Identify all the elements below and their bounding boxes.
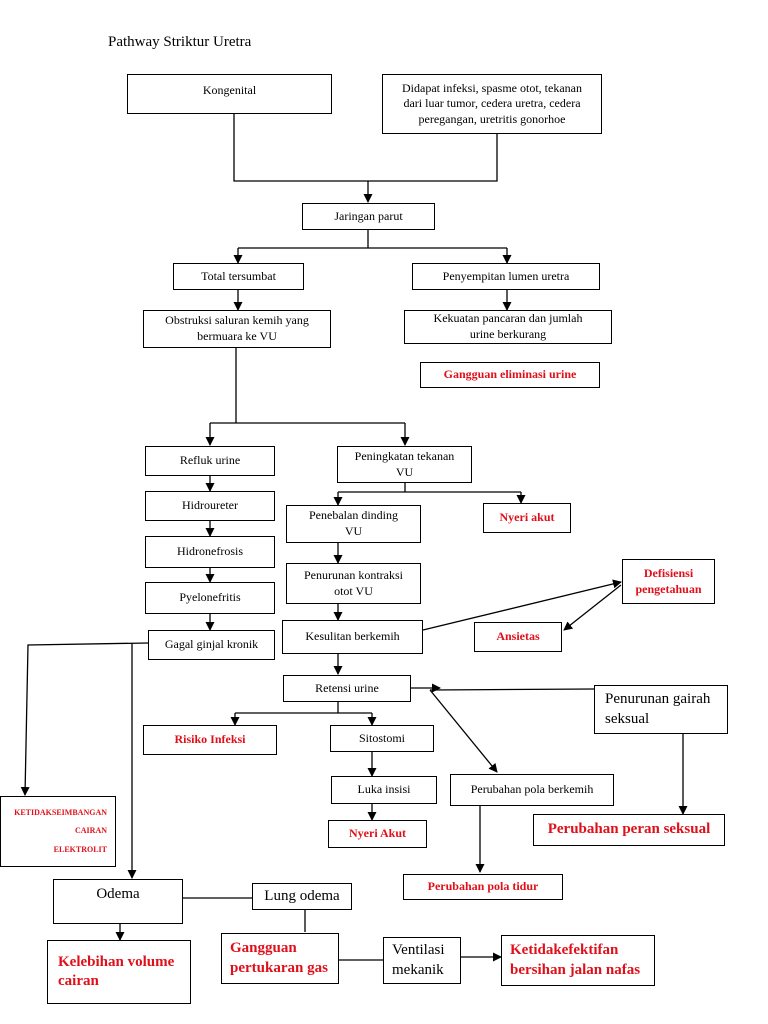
node-kelebihan: Kelebihan volume cairan <box>47 940 191 1004</box>
diagram-title: Pathway Striktur Uretra <box>108 34 252 50</box>
node-defisiensi: Defisiensi pengetahuan <box>622 559 715 604</box>
node-penyempitan: Penyempitan lumen uretra <box>412 263 600 290</box>
node-ventilasi: Ventilasi mekanik <box>383 937 461 984</box>
arrow-to-ketidakseimbangan <box>20 642 149 796</box>
node-kesulitan: Kesulitan berkemih <box>282 620 423 654</box>
node-perubahan-pola-berkemih: Perubahan pola berkemih <box>450 774 614 806</box>
node-total-tersumbat: Total tersumbat <box>173 263 304 290</box>
node-gagal-ginjal: Gagal ginjal kronik <box>148 630 275 660</box>
node-obstruksi: Obstruksi saluran kemih yang bermuara ke… <box>143 310 331 348</box>
node-ketidakefektifan: Ketidakefektifan bersihan jalan nafas <box>501 935 655 986</box>
node-gangguan-pertukaran: Gangguan pertukaran gas <box>221 933 339 984</box>
node-ansietas: Ansietas <box>474 622 562 652</box>
arrow-defisiensi-ansietas <box>563 584 622 631</box>
node-pyelonefritis: Pyelonefritis <box>145 582 275 614</box>
node-retensi: Retensi urine <box>283 675 411 702</box>
arrow-to-perubahan-pola <box>429 689 498 773</box>
node-nyeri-akut-1: Nyeri akut <box>483 503 571 533</box>
node-luka-insisi: Luka insisi <box>331 776 437 804</box>
node-jaringan-parut: Jaringan parut <box>302 203 435 230</box>
arrow-to-penurunan-gairah <box>429 688 595 691</box>
node-penurunan-kontraksi: Penurunan kontraksi otot VU <box>286 563 421 604</box>
node-risiko-infeksi: Risiko Infeksi <box>143 725 277 755</box>
node-lung-odema: Lung odema <box>252 883 352 910</box>
node-perubahan-pola-tidur: Perubahan pola tidur <box>403 874 563 900</box>
node-peningkatan: Peningkatan tekanan VU <box>337 446 472 483</box>
node-didapat: Didapat infeksi, spasme otot, tekanan da… <box>382 74 602 134</box>
link-kongenital <box>233 114 368 182</box>
node-kongenital: Kongenital <box>127 74 332 114</box>
node-kekuatan: Kekuatan pancaran dan jumlah urine berku… <box>404 310 612 344</box>
node-nyeri-akut-2: Nyeri Akut <box>328 820 427 848</box>
arrow-kesulitan-defisiensi <box>422 579 622 631</box>
node-refluk: Refluk urine <box>145 446 275 476</box>
node-hidroureter: Hidroureter <box>145 491 275 521</box>
node-penurunan-gairah: Penurunan gairah seksual <box>594 685 728 734</box>
node-penebalan: Penebalan dinding VU <box>286 505 421 543</box>
node-hidronefrosis: Hidronefrosis <box>145 536 275 568</box>
node-odema: Odema <box>53 879 183 924</box>
node-ketidakseimbangan: KETIDAKSEIMBANGAN CAIRAN ELEKTROLIT <box>0 796 116 867</box>
link-didapat <box>368 134 498 182</box>
node-perubahan-peran: Perubahan peran seksual <box>533 814 725 846</box>
node-gangguan-eliminasi: Gangguan eliminasi urine <box>420 362 600 388</box>
node-sitostomi: Sitostomi <box>330 725 434 752</box>
